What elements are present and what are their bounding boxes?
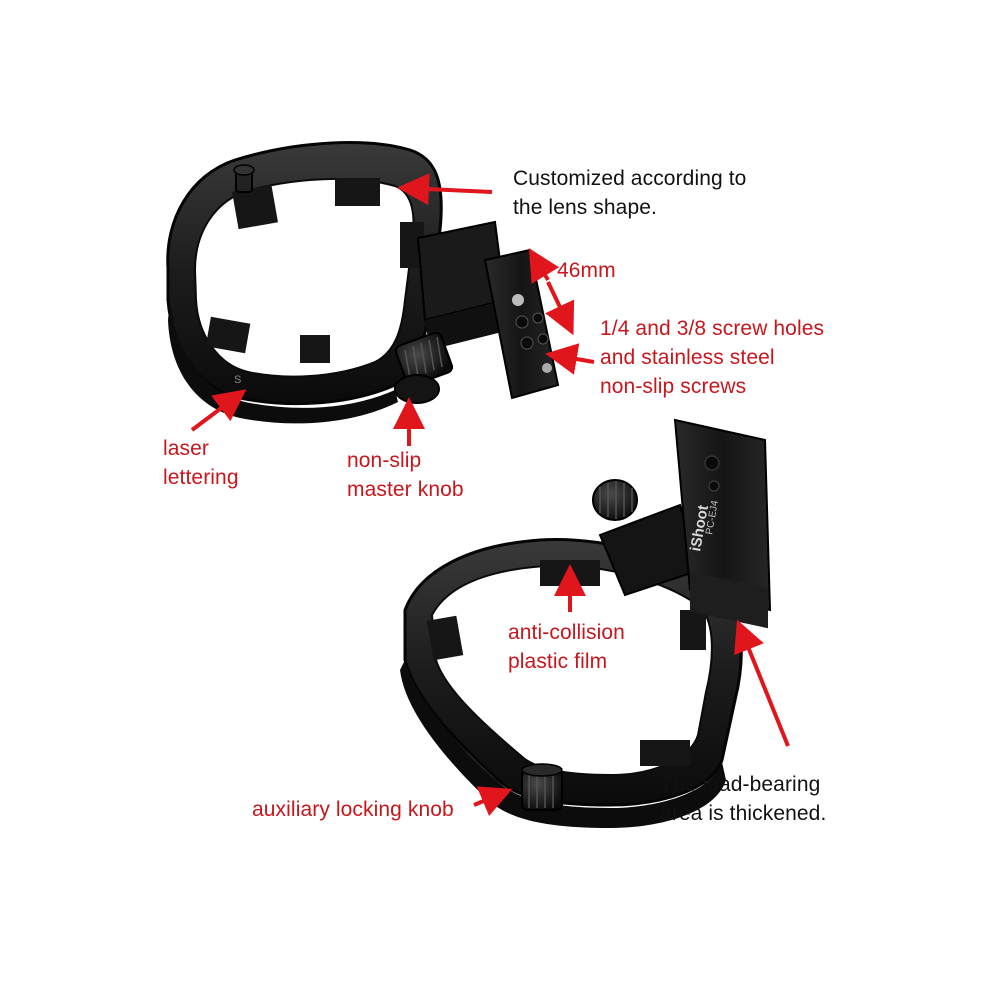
arrow-46mm-top xyxy=(528,248,560,284)
label-master-knob: non-slip master knob xyxy=(347,449,464,501)
lower-master-knob xyxy=(592,479,638,521)
label-load-bearing: The load-bearing area is thickened. xyxy=(660,773,827,825)
label-anti-collision: anti-collision plastic film xyxy=(508,621,625,673)
arrow-46mm-bottom xyxy=(545,281,575,336)
lower-collar xyxy=(400,538,743,828)
auxiliary-knob xyxy=(521,763,563,811)
label-46mm: 46mm xyxy=(557,259,616,282)
arrow-aux-knob xyxy=(473,786,513,817)
arrow-load-bearing xyxy=(734,619,790,747)
ring-engraving: S xyxy=(234,374,241,386)
label-customized: Customized according to the lens shape. xyxy=(513,167,747,219)
label-screw-holes: 1/4 and 3/8 screw holes and stainless st… xyxy=(600,317,825,398)
label-laser-lettering: laser lettering xyxy=(163,437,239,489)
label-aux-knob: auxiliary locking knob xyxy=(252,798,454,821)
arrow-laser xyxy=(190,389,247,432)
upper-collar xyxy=(166,141,443,424)
upper-mount-plate xyxy=(416,220,560,400)
annotation-arrows xyxy=(190,173,790,817)
master-knob xyxy=(394,331,454,404)
arrow-screw-holes xyxy=(545,343,595,375)
lower-mount-plate: iShoot PC-EJ4 xyxy=(598,418,772,629)
arrow-customized xyxy=(397,173,493,206)
